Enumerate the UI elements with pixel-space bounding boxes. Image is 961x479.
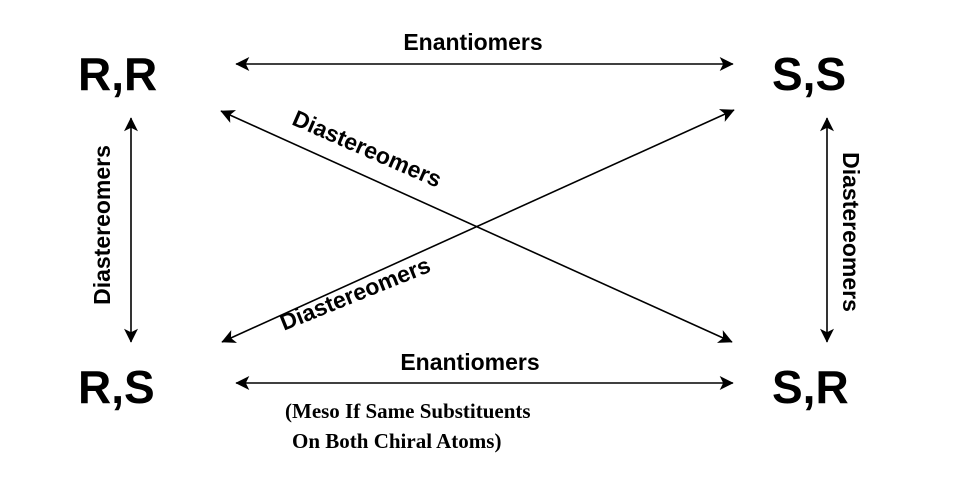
edge-diag-down-label: Diastereomers bbox=[289, 105, 446, 193]
node-sr: S,R bbox=[772, 361, 849, 413]
edge-top-label: Enantiomers bbox=[403, 29, 542, 55]
meso-note-line1: (Meso If Same Substituents bbox=[285, 399, 531, 423]
node-rr: R,R bbox=[78, 48, 157, 100]
edge-left-label: Diastereomers bbox=[89, 145, 115, 305]
edge-diag-up-arrow bbox=[221, 109, 735, 343]
node-ss: S,S bbox=[772, 48, 846, 100]
node-rs: R,S bbox=[78, 361, 155, 413]
meso-note-line2: On Both Chiral Atoms) bbox=[292, 429, 501, 453]
edge-right-label: Diastereomers bbox=[838, 152, 864, 312]
edge-bottom-label: Enantiomers bbox=[400, 349, 539, 375]
edge-diag-up-label: Diastereomers bbox=[276, 252, 434, 336]
